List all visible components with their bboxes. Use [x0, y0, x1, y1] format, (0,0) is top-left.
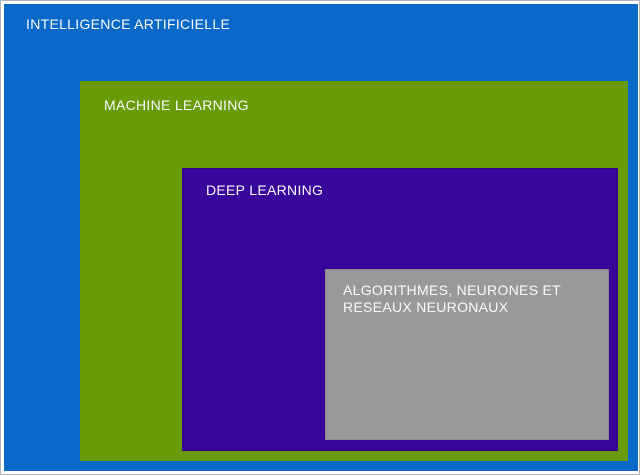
layer-algorithmes-neurones-reseaux-neuronaux: [325, 269, 609, 440]
label-algorithmes-neurones-reseaux-neuronaux: ALGORITHMES, NEURONES ET RESEAUX NEURONA…: [343, 282, 561, 315]
label-intelligence-artificielle: INTELLIGENCE ARTIFICIELLE: [26, 16, 231, 32]
label-machine-learning: MACHINE LEARNING: [104, 97, 249, 113]
label-deep-learning: DEEP LEARNING: [206, 182, 324, 198]
